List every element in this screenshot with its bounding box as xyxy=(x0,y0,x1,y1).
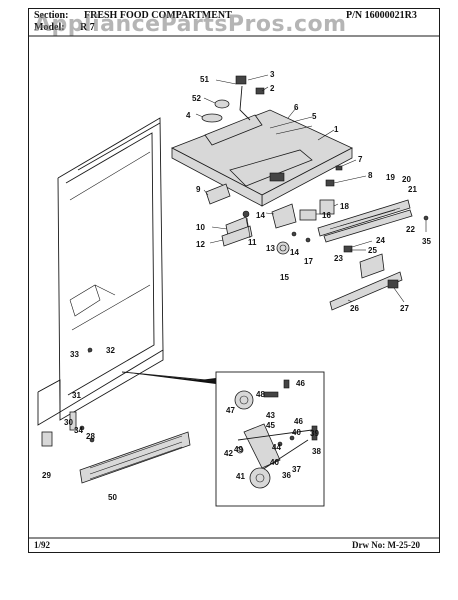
leader-lines xyxy=(88,74,427,353)
section-name: FRESH FOOD COMPARTMENT xyxy=(84,10,232,21)
callout-11: 11 xyxy=(248,238,257,247)
control-housing xyxy=(171,75,353,207)
callout-17: 17 xyxy=(304,257,313,266)
callout-37: 37 xyxy=(292,465,301,474)
callout-41: 41 xyxy=(236,472,245,481)
callout-34: 34 xyxy=(74,426,83,435)
callout-15: 15 xyxy=(280,273,289,282)
light-rail xyxy=(317,199,429,243)
diagram-frame xyxy=(28,8,440,553)
callout-19: 19 xyxy=(386,173,395,182)
watermark: AppliancePartsPros.com xyxy=(34,12,347,37)
callout-3: 3 xyxy=(270,70,275,79)
zoom-arrow xyxy=(122,372,216,384)
callout-27: 27 xyxy=(400,304,409,313)
base-grille xyxy=(79,431,191,484)
callout-39: 39 xyxy=(310,429,319,438)
callout-47: 47 xyxy=(226,406,235,415)
fresh-food-liner xyxy=(37,117,164,426)
callout-24: 24 xyxy=(376,236,385,245)
callout-28: 28 xyxy=(86,432,95,441)
part-number: P/N 16000021R3 xyxy=(346,10,417,21)
section-label: Section: xyxy=(34,10,69,21)
callout-36: 36 xyxy=(282,471,291,480)
callout-4: 4 xyxy=(186,111,191,120)
callout-2: 2 xyxy=(270,84,275,93)
lower-bracket xyxy=(329,245,403,311)
callout-49: 49 xyxy=(234,445,243,454)
damper-assembly xyxy=(205,183,335,255)
callout-18: 18 xyxy=(340,202,349,211)
callout-20: 20 xyxy=(402,175,411,184)
callout-14b: 14 xyxy=(290,248,299,257)
callout-52: 52 xyxy=(192,94,201,103)
model-value: R 7 xyxy=(80,22,95,33)
footer-date: 1/92 xyxy=(34,540,51,550)
callout-26: 26 xyxy=(350,304,359,313)
callout-40b: 40 xyxy=(270,458,279,467)
callout-46b: 46 xyxy=(294,417,303,426)
callout-1: 1 xyxy=(334,125,339,134)
callout-6: 6 xyxy=(294,103,299,112)
detail-inset xyxy=(215,371,325,507)
callout-8: 8 xyxy=(368,171,373,180)
callout-9: 9 xyxy=(196,185,201,194)
callout-46a: 46 xyxy=(296,379,305,388)
callout-45: 45 xyxy=(266,421,275,430)
callout-16: 16 xyxy=(322,211,331,220)
model-label: Model: xyxy=(34,22,65,33)
callout-48: 48 xyxy=(256,390,265,399)
callout-23: 23 xyxy=(334,254,343,263)
callout-10: 10 xyxy=(196,223,205,232)
callout-29: 29 xyxy=(42,471,51,480)
callout-50: 50 xyxy=(108,493,117,502)
callout-14a: 14 xyxy=(256,211,265,220)
callout-22: 22 xyxy=(406,225,415,234)
callout-43: 43 xyxy=(266,411,275,420)
callout-40a: 40 xyxy=(292,428,301,437)
callout-12: 12 xyxy=(196,240,205,249)
callout-25: 25 xyxy=(368,246,377,255)
callout-32: 32 xyxy=(106,346,115,355)
callout-5: 5 xyxy=(312,112,317,121)
callout-51: 51 xyxy=(200,75,209,84)
callout-21: 21 xyxy=(408,185,417,194)
callout-31: 31 xyxy=(72,391,81,400)
callout-13: 13 xyxy=(266,244,275,253)
callout-35: 35 xyxy=(422,237,431,246)
callout-33: 33 xyxy=(70,350,79,359)
callout-44: 44 xyxy=(272,443,281,452)
callout-30: 30 xyxy=(64,418,73,427)
hinge-parts xyxy=(41,347,95,447)
callout-38: 38 xyxy=(312,447,321,456)
callout-7: 7 xyxy=(358,155,363,164)
callout-42: 42 xyxy=(224,449,233,458)
footer-drawing-number: Drw No: M-25-20 xyxy=(352,540,420,550)
